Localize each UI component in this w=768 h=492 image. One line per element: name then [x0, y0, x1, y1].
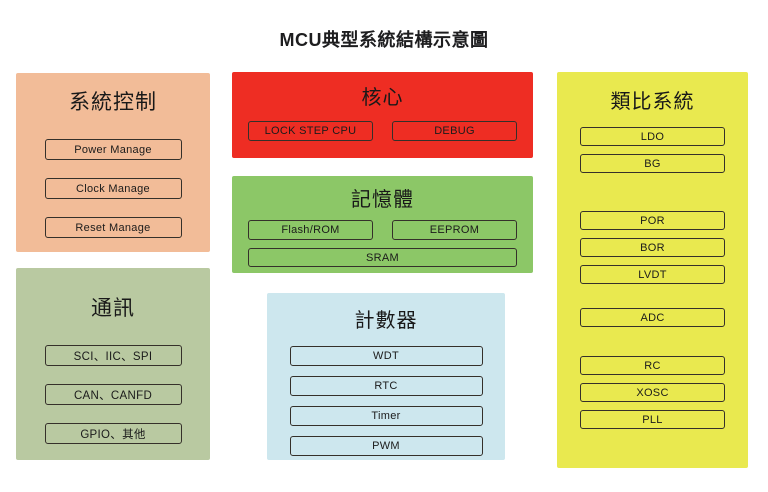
box-gpio-other: GPIO、其他 [44, 423, 182, 444]
box-timer: Timer [289, 406, 483, 426]
block-core: 核心 LOCK STEP CPU DEBUG [232, 72, 533, 158]
box-lvdt: LVDT [580, 265, 725, 284]
box-wdt: WDT [289, 346, 483, 366]
box-flash-rom: Flash/ROM [248, 220, 373, 240]
block-system-control: 系統控制 Power Manage Clock Manage Reset Man… [16, 73, 210, 252]
box-debug: DEBUG [392, 121, 517, 141]
box-bg: BG [580, 154, 725, 173]
block-core-title: 核心 [361, 87, 404, 109]
core-box-row: LOCK STEP CPU DEBUG [232, 121, 533, 141]
box-pwm: PWM [289, 436, 483, 456]
box-sci-iic-spi: SCI、IIC、SPI [44, 345, 182, 366]
box-lock-step-cpu: LOCK STEP CPU [248, 121, 373, 141]
box-rtc: RTC [289, 376, 483, 396]
box-xosc: XOSC [580, 383, 725, 402]
block-communication-title: 通訊 [91, 297, 135, 320]
box-adc: ADC [580, 308, 725, 327]
box-sram: SRAM [248, 248, 517, 267]
box-power-manage: Power Manage [44, 139, 182, 160]
box-ldo: LDO [580, 127, 725, 146]
box-por: POR [580, 211, 725, 230]
block-communication: 通訊 SCI、IIC、SPI CAN、CANFD GPIO、其他 [16, 268, 210, 460]
box-bor: BOR [580, 238, 725, 257]
box-can-canfd: CAN、CANFD [44, 384, 182, 405]
block-memory: 記憶體 Flash/ROM EEPROM SRAM [232, 176, 533, 273]
page-title: MCU典型系統結構示意圖 [279, 30, 489, 50]
block-analog-system-title: 類比系統 [610, 91, 695, 113]
block-counter: 計數器 WDT RTC Timer PWM [267, 293, 505, 460]
box-reset-manage: Reset Manage [44, 217, 182, 238]
box-eeprom: EEPROM [392, 220, 517, 240]
block-analog-system: 類比系統 LDO BG POR BOR LVDT ADC RC XOSC PLL [557, 72, 748, 468]
block-system-control-title: 系統控制 [69, 91, 157, 114]
block-memory-title: 記憶體 [351, 189, 414, 211]
box-pll: PLL [580, 410, 725, 429]
memory-box-row: Flash/ROM EEPROM [232, 220, 533, 240]
box-rc: RC [580, 356, 725, 375]
block-counter-title: 計數器 [354, 310, 418, 332]
box-clock-manage: Clock Manage [44, 178, 182, 199]
